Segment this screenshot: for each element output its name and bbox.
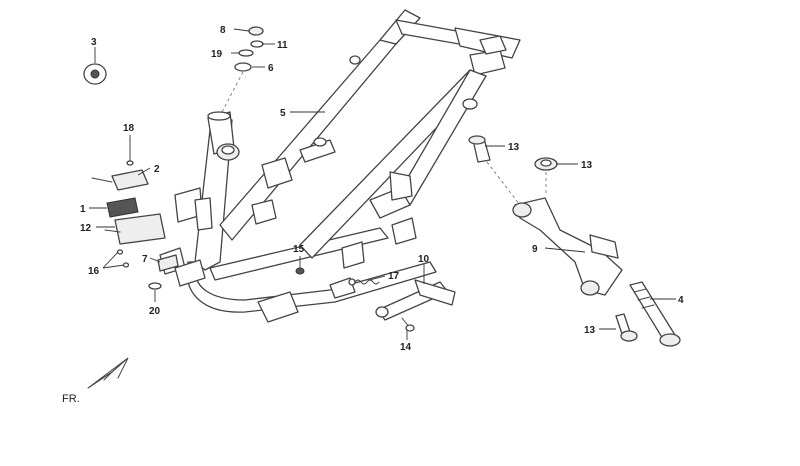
callout-9: 9 [532, 244, 538, 255]
horn-part [83, 63, 107, 85]
callout-2: 2 [154, 164, 160, 175]
bracket-part-2 [91, 169, 149, 191]
clamp-part-7 [157, 254, 179, 272]
callout-7: 7 [142, 254, 148, 265]
callout-labels: 3 8 11 19 6 5 18 2 1 12 16 7 20 15 17 10… [80, 25, 684, 353]
bolt-part-4 [629, 281, 681, 347]
regulator-part-12 [104, 213, 166, 245]
callout-5: 5 [280, 108, 286, 119]
spring-part-18 [348, 278, 380, 286]
nut-part-16 [295, 267, 305, 275]
callout-10: 10 [418, 254, 430, 265]
callout-3: 3 [91, 37, 97, 48]
grommet-part-21 [148, 282, 162, 290]
washer-part-20 [238, 49, 254, 57]
callout-18: 17 [388, 271, 400, 282]
bolt-part-14 [401, 317, 415, 332]
callout-8: 8 [220, 25, 226, 36]
callout-20: 19 [211, 49, 223, 60]
relay-part-1 [106, 197, 139, 218]
callout-21: 20 [149, 306, 161, 317]
callout-1: 1 [80, 204, 86, 215]
callout-14: 14 [400, 342, 412, 353]
leader-lines [89, 28, 676, 340]
main-frame [159, 9, 521, 323]
front-label: FR. [62, 393, 80, 405]
callout-6: 6 [268, 63, 274, 74]
callout-19: 18 [123, 123, 135, 134]
engine-hanger-part-9 [512, 197, 623, 296]
bolt-part-13-lower [615, 313, 638, 342]
callout-12: 12 [80, 223, 92, 234]
screw-part-17 [116, 249, 130, 268]
bearing-part-6 [234, 62, 252, 72]
washer-part-11 [250, 40, 264, 48]
callout-11: 11 [277, 40, 288, 51]
callout-4: 4 [678, 295, 684, 306]
callout-13-lower: 13 [584, 325, 596, 336]
nut-part-15 [534, 157, 558, 171]
bolt-part-13-upper [468, 135, 491, 163]
callout-17: 16 [88, 266, 100, 277]
nut-part-8 [248, 26, 264, 36]
callout-15: 13 [581, 160, 593, 171]
main-stand-part-10 [375, 279, 456, 321]
bolt-part-19 [126, 139, 134, 166]
callout-13-upper: 13 [508, 142, 520, 153]
callout-16: 15 [293, 244, 305, 255]
front-direction-marker: FR. [62, 357, 129, 405]
